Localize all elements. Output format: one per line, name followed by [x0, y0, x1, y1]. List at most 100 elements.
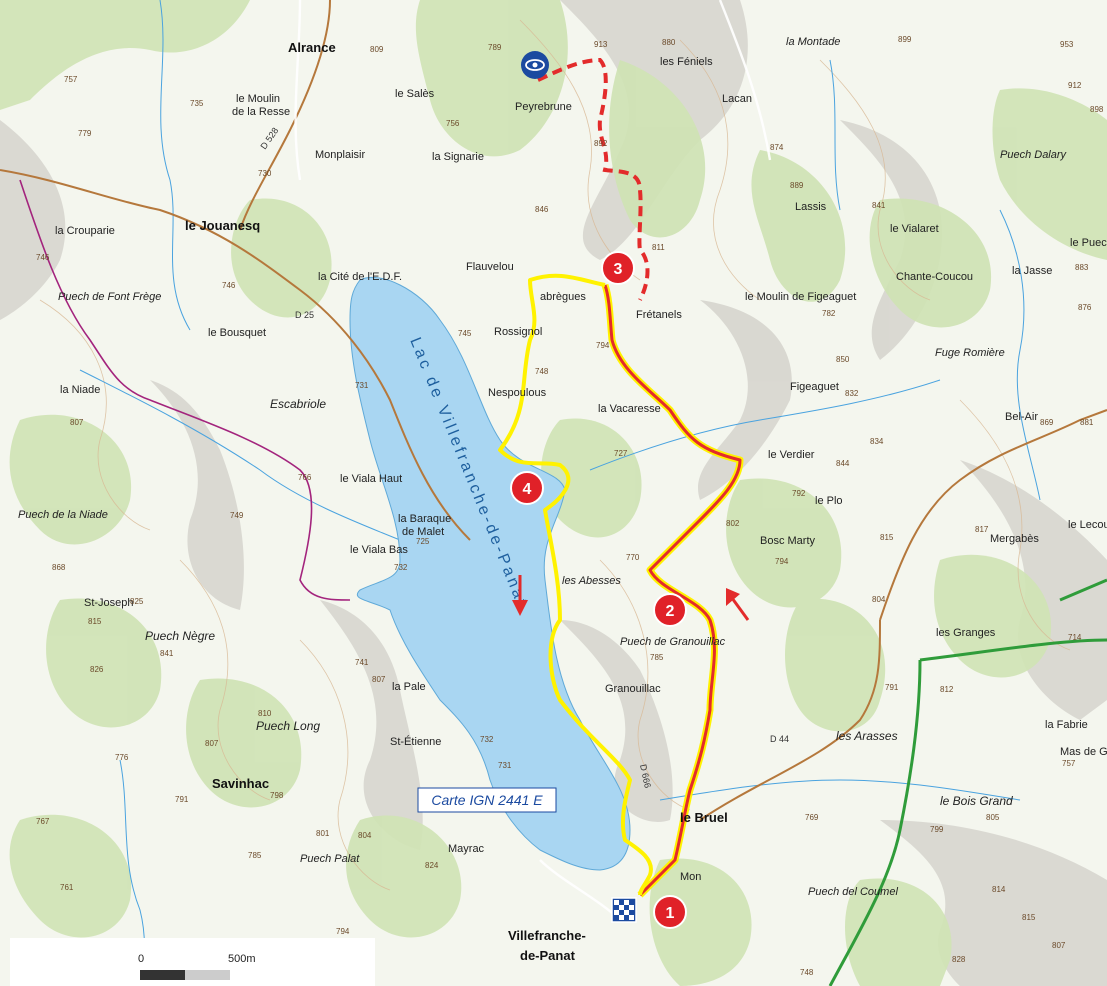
altitude-label: 807	[70, 418, 84, 427]
place-les-granges: les Granges	[936, 627, 996, 639]
waypoint-2-label: 2	[666, 603, 675, 620]
altitude-label: 746	[36, 253, 50, 262]
waypoint-2[interactable]: 2	[653, 593, 687, 627]
altitude-label: 798	[270, 791, 284, 800]
scale-end-label: 500m	[228, 953, 256, 965]
altitude-label: 746	[222, 281, 236, 290]
altitude-label: 741	[355, 658, 369, 667]
place-chante-coucou: Chante-Coucou	[896, 271, 973, 283]
altitude-label: 810	[258, 709, 272, 718]
place-la-baraque: la Baraque	[398, 513, 451, 525]
road-label-d44: D 44	[770, 734, 789, 744]
place-de-malet: de Malet	[402, 526, 444, 538]
altitude-label: 804	[872, 595, 886, 604]
altitude-label: 828	[952, 955, 966, 964]
place-de-la-resse: de la Resse	[232, 106, 290, 118]
place-puech-coumel: Puech del Coumel	[808, 886, 898, 898]
altitude-label: 811	[652, 243, 665, 252]
place-st-etienne: St-Étienne	[390, 735, 441, 748]
place-le-moulin: le Moulin	[236, 93, 280, 105]
viewpoint-eye-icon	[521, 51, 549, 79]
place-les-arasses: les Arasses	[836, 729, 898, 743]
altitude-label: 809	[370, 45, 384, 54]
altitude-label: 732	[480, 735, 494, 744]
place-puech-font-frege: Puech de Font Frège	[58, 291, 161, 303]
arrow-up-icon	[726, 588, 750, 621]
altitude-label: 815	[1022, 913, 1036, 922]
altitude-label: 913	[594, 40, 608, 49]
altitude-label: 794	[336, 927, 350, 936]
altitude-label: 749	[230, 511, 244, 520]
place-savinhac: Savinhac	[212, 776, 269, 791]
altitude-label: 767	[36, 817, 50, 826]
place-abregues: abrègues	[540, 291, 586, 303]
altitude-label: 748	[800, 968, 814, 977]
altitude-label: 881	[1080, 418, 1094, 427]
place-le-viala-bas: le Viala Bas	[350, 544, 408, 556]
altitude-label: 785	[650, 653, 664, 662]
altitude-label: 748	[535, 367, 549, 376]
place-villefranche: Villefranche-	[508, 928, 586, 943]
altitude-label: 850	[836, 355, 850, 364]
altitude-label: 766	[298, 473, 312, 482]
waypoint-3-label: 3	[614, 261, 623, 278]
dirt-roads	[0, 0, 1107, 821]
altitude-label: 889	[790, 181, 804, 190]
map-sheet-label: Carte IGN 2441 E	[417, 787, 557, 813]
place-la-signarie: la Signarie	[432, 151, 484, 163]
place-puech-granouillac: Puech de Granouillac	[620, 636, 726, 648]
altitude-label: 815	[880, 533, 894, 542]
altitude-label: 727	[614, 449, 628, 458]
altitude-label: 892	[594, 139, 608, 148]
place-bosc-marty: Bosc Marty	[760, 535, 816, 547]
place-alrance: Alrance	[288, 40, 336, 55]
place-la-vacaresse: la Vacaresse	[598, 403, 661, 415]
altitude-label: 802	[726, 519, 740, 528]
scale-bar: 0 500m	[10, 938, 375, 986]
altitude-label: 776	[115, 753, 129, 762]
altitude-label: 735	[190, 99, 204, 108]
place-la-crouparie: la Crouparie	[55, 225, 115, 237]
altitude-label: 725	[416, 537, 430, 546]
waypoint-1[interactable]: 1	[653, 895, 687, 929]
altitude-label: 883	[1075, 263, 1089, 272]
altitude-label: 817	[975, 525, 989, 534]
place-la-fabrie: la Fabrie	[1045, 719, 1088, 731]
altitude-label: 812	[940, 685, 954, 694]
place-la-niade: la Niade	[60, 384, 100, 396]
contour-lines	[39, 19, 1071, 891]
place-puech-palat: Puech Palat	[300, 853, 360, 865]
altitude-label: 799	[930, 825, 944, 834]
place-flauvelou: Flauvelou	[466, 261, 514, 273]
place-le-jouanesq: le Jouanesq	[185, 218, 260, 233]
place-le-bousquet: le Bousquet	[208, 327, 266, 339]
red-route	[603, 284, 742, 897]
altitude-label: 714	[1068, 633, 1082, 642]
place-les-abesses: les Abesses	[562, 575, 621, 587]
place-le-plo: le Plo	[815, 495, 843, 507]
altitude-label: 825	[130, 597, 144, 606]
altitude-label: 770	[626, 553, 640, 562]
altitude-label: 794	[775, 557, 789, 566]
place-la-montade: la Montade	[786, 36, 840, 48]
place-nespoulous: Nespoulous	[488, 387, 547, 399]
altitude-label: 824	[425, 861, 439, 870]
waypoint-3[interactable]: 3	[601, 251, 635, 285]
waypoint-4[interactable]: 4	[510, 471, 544, 505]
place-figeaguet: Figeaguet	[790, 381, 839, 393]
altitude-label: 846	[535, 205, 549, 214]
place-mas-de-galy: Mas de Galy	[1060, 746, 1107, 758]
altitude-label: 807	[372, 675, 386, 684]
altitude-label: 801	[316, 829, 330, 838]
altitude-label: 874	[770, 143, 784, 152]
altitude-labels: 809 757 735 779 730 756 789 913 880 899 …	[36, 35, 1104, 977]
altitude-label: 789	[488, 43, 502, 52]
direction-arrows	[512, 575, 750, 621]
altitude-label: 794	[596, 341, 610, 350]
place-puech-niade: Puech de la Niade	[18, 509, 108, 521]
altitude-label: 912	[1068, 81, 1082, 90]
altitude-label: 815	[88, 617, 102, 626]
scale-start-label: 0	[138, 953, 144, 965]
